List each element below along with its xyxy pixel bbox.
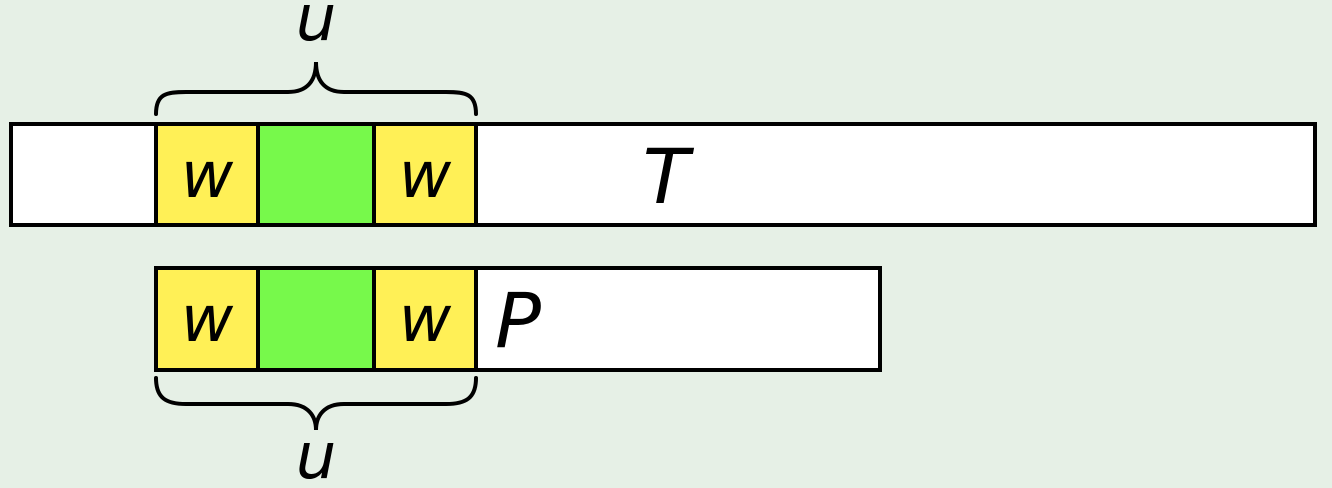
text-segment-w-right [372,122,478,227]
text-segment-w-left-label: w [181,139,234,213]
pattern-segment-w-right [372,266,478,372]
text-segment-middle [256,122,376,227]
pattern-row: w w P [154,266,882,372]
brace-bottom [154,376,478,431]
pattern-segment-w-left-label: w [181,283,234,357]
brace-top-label: u [296,0,337,56]
brace-bottom-label: u [296,420,337,488]
pattern-segment-w-right-label: w [399,283,452,357]
text-row: w w T [9,122,1317,227]
pattern-label: P [495,276,541,365]
text-segment-w-right-label: w [399,139,452,213]
pattern-segment-middle [256,266,376,372]
brace-top [154,61,478,116]
text-segment-w-left [154,122,260,227]
text-label: T [643,132,695,221]
